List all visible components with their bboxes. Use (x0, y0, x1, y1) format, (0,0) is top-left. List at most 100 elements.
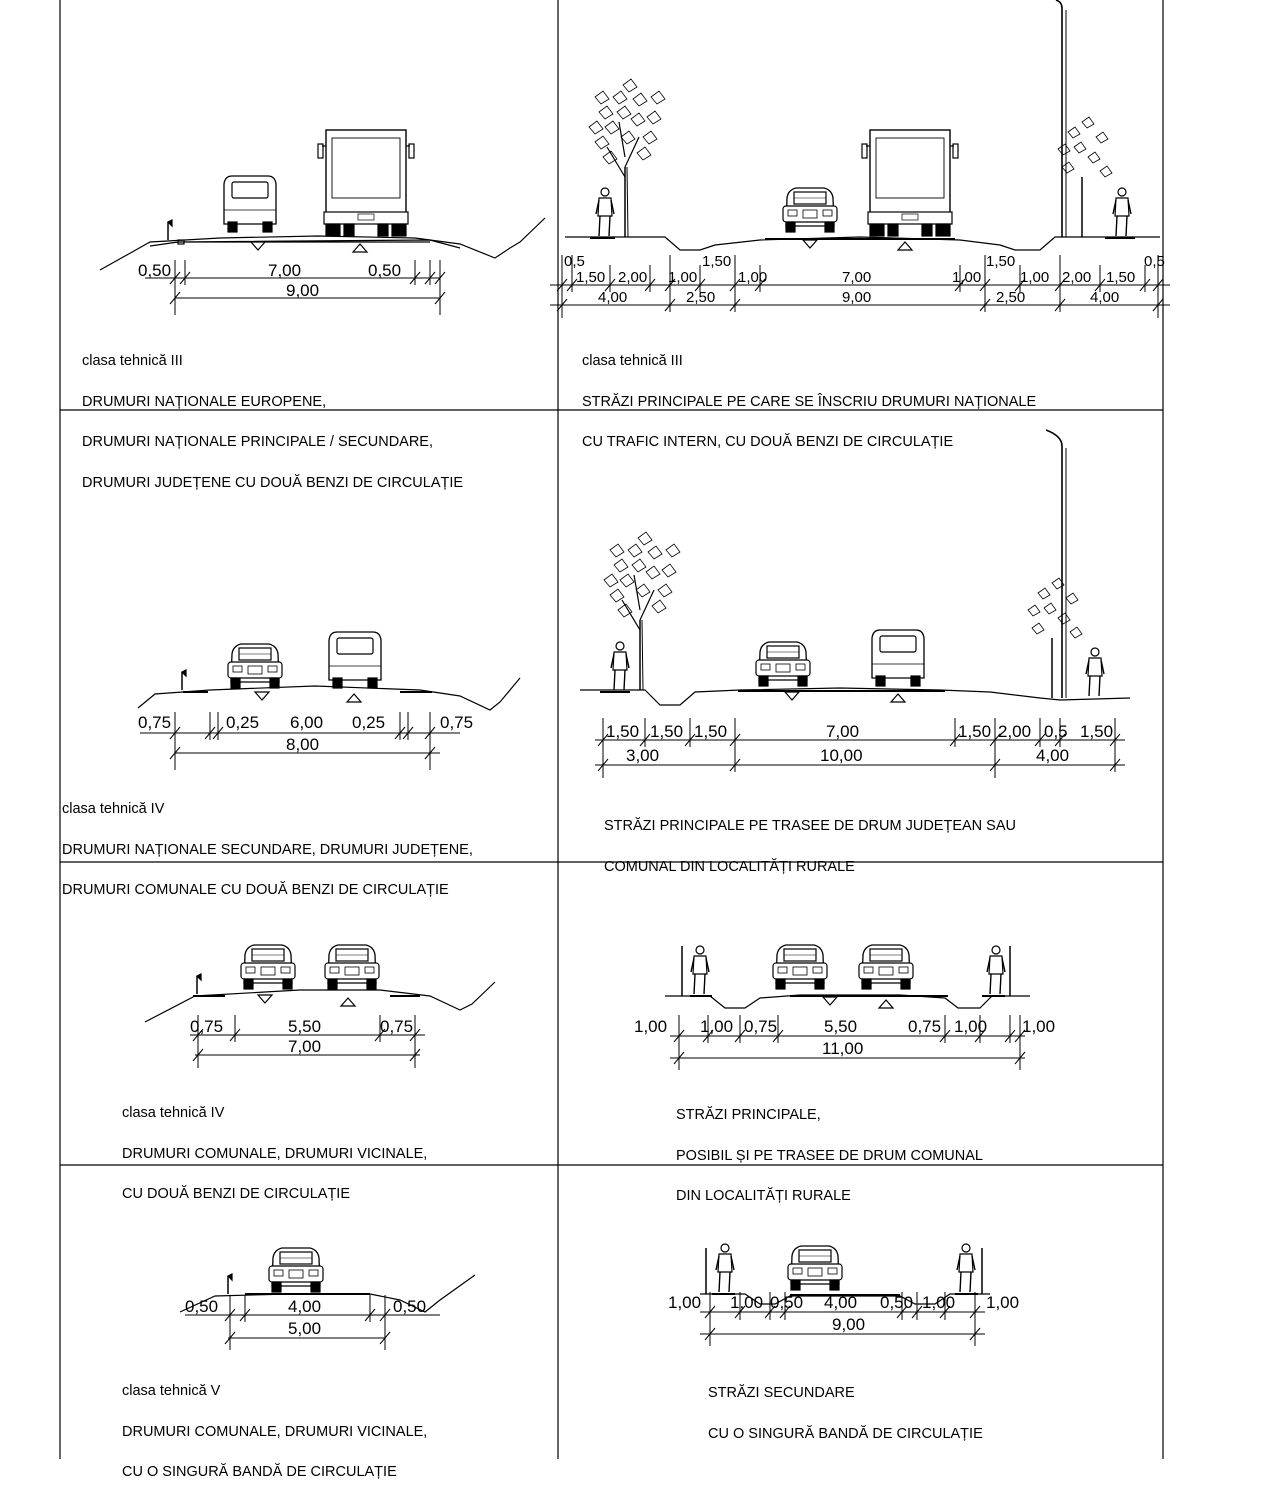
caption-line: CU O SINGURĂ BANDĂ DE CIRCULAȚIE (708, 1425, 983, 1442)
dim-label: 0,50 (185, 1297, 218, 1316)
dim-label: 9,00 (842, 289, 871, 306)
dim-label: 4,00 (1036, 746, 1069, 765)
panel-5-dimensions: 0,75 5,50 0,75 7,00 (190, 1017, 413, 1056)
panel-1-cross-section (99, 129, 546, 315)
panel-1-dimensions: 0,50 7,00 0,50 9,00 (138, 261, 401, 300)
dim-label: 4,00 (288, 1297, 321, 1316)
panel-3-caption: clasa tehnică IV DRUMURI NAȚIONALE SECUN… (62, 776, 473, 911)
caption-line: clasa tehnică V (122, 1383, 221, 1399)
dim-label: 1,00 (952, 269, 981, 286)
caption-line: STRĂZI PRINCIPALE PE CARE SE ÎNSCRIU DRU… (582, 393, 1037, 410)
caption-line: STRĂZI SECUNDARE (708, 1385, 855, 1401)
dim-label: 1,50 (958, 722, 991, 741)
dim-label: 9,00 (286, 281, 319, 300)
dim-label: 1,00 (954, 1017, 987, 1036)
dim-label: 1,50 (1080, 722, 1113, 741)
dim-label: 7,00 (288, 1037, 321, 1056)
dim-label: 5,00 (288, 1319, 321, 1338)
dim-label: 1,00 (730, 1293, 763, 1312)
caption-line: DRUMURI JUDEȚENE CU DOUĂ BENZI DE CIRCUL… (82, 474, 464, 491)
caption-line: DRUMURI NAȚIONALE EUROPENE, (82, 393, 327, 410)
dim-label: 11,00 (822, 1039, 863, 1058)
dim-label: 0,50 (770, 1293, 803, 1312)
dim-label: 2,00 (618, 269, 647, 286)
table-grid (59, 0, 1164, 1459)
dim-label: 7,00 (826, 722, 859, 741)
dim-label: 1,50 (1106, 269, 1135, 286)
dim-label: 0,75 (908, 1017, 941, 1036)
panel-7-dimensions: 0,50 4,00 0,50 5,00 (185, 1297, 426, 1338)
dim-label: 1,00 (738, 269, 767, 286)
caption-line: CU TRAFIC INTERN, CU DOUĂ BENZI DE CIRCU… (582, 434, 954, 450)
dim-label: 2,50 (686, 289, 715, 306)
dim-label: 0,75 (138, 713, 171, 732)
dim-label: 7,00 (842, 269, 871, 286)
dim-label: 0,50 (138, 261, 171, 280)
dim-label: 3,00 (626, 746, 659, 765)
panel-5-caption: clasa tehnică IV DRUMURI COMUNALE, DRUMU… (122, 1080, 427, 1215)
dim-label: 7,00 (268, 261, 301, 280)
caption-line: DRUMURI COMUNALE, DRUMURI VICINALE, (122, 1145, 428, 1162)
dim-label: 0,25 (226, 713, 259, 732)
dim-label: 0,50 (880, 1293, 913, 1312)
dim-label: 1,50 (694, 722, 727, 741)
dim-label: 1,50 (650, 722, 683, 741)
dim-label: 1,00 (986, 1293, 1019, 1312)
dim-label: 0,25 (352, 713, 385, 732)
dim-label: 0,75 (744, 1017, 777, 1036)
dim-label: 1,50 (702, 253, 731, 270)
dim-label: 0,75 (440, 713, 473, 732)
caption-line: DRUMURI NAȚIONALE SECUNDARE, DRUMURI JUD… (62, 841, 473, 858)
dim-label: 8,00 (286, 735, 319, 754)
dim-label: 0,50 (368, 261, 401, 280)
dim-label: 1,00 (1020, 269, 1049, 286)
dim-label: 0,50 (393, 1297, 426, 1316)
panel-4-dimensions: 1,50 1,50 1,50 7,00 1,50 2,00 0,5 1,50 3… (606, 722, 1113, 765)
caption-line: DRUMURI COMUNALE, DRUMURI VICINALE, (122, 1423, 428, 1440)
dim-label: 9,00 (832, 1315, 865, 1334)
dim-label: 1,00 (922, 1293, 955, 1312)
caption-line: POSIBIL ȘI PE TRASEE DE DRUM COMUNAL (676, 1147, 983, 1164)
panel-8-caption: STRĂZI SECUNDARE CU O SINGURĂ BANDĂ DE C… (708, 1360, 983, 1455)
caption-line: DIN LOCALITĂȚI RURALE (676, 1188, 851, 1204)
caption-line: DRUMURI NAȚIONALE PRINCIPALE / SECUNDARE… (82, 434, 434, 450)
caption-line: clasa tehnică IV (62, 801, 165, 817)
caption-line: clasa tehnică III (82, 353, 183, 369)
panel-1-caption: clasa tehnică III DRUMURI NAȚIONALE EURO… (82, 328, 463, 504)
caption-line: CU O SINGURĂ BANDĂ DE CIRCULAȚIE (122, 1464, 397, 1480)
panel-2-cross-section (550, 0, 1170, 318)
panel-6-cross-section (665, 944, 1030, 1070)
panel-7-cross-section (179, 1247, 476, 1350)
caption-line: clasa tehnică IV (122, 1105, 225, 1121)
dim-label: 5,50 (824, 1017, 857, 1036)
caption-line: CU DOUĂ BENZI DE CIRCULAȚIE (122, 1186, 350, 1202)
panel-2-dimensions: 0,5 1,50 2,00 1,00 1,50 1,00 7,00 1,00 1… (564, 253, 1165, 306)
dim-label: 10,00 (820, 746, 863, 765)
dim-label: 1,00 (634, 1017, 667, 1036)
panel-8-dimensions: 1,00 1,00 0,50 4,00 0,50 1,00 1,00 9,00 (668, 1293, 1019, 1334)
dim-label: 2,00 (998, 722, 1031, 741)
dim-label: 1,50 (986, 253, 1015, 270)
dim-label: 0,5 (1144, 253, 1165, 270)
panel-7-caption: clasa tehnică V DRUMURI COMUNALE, DRUMUR… (122, 1358, 427, 1493)
dim-label: 1,00 (700, 1017, 733, 1036)
caption-line: STRĂZI PRINCIPALE PE TRASEE DE DRUM JUDE… (604, 818, 1016, 834)
panel-4-caption: STRĂZI PRINCIPALE PE TRASEE DE DRUM JUDE… (604, 793, 1016, 888)
dim-label: 4,00 (598, 289, 627, 306)
panel-3-cross-section (137, 631, 521, 770)
panel-6-dimensions: 1,00 1,00 0,75 5,50 0,75 1,00 1,00 11,00 (634, 1017, 1055, 1058)
dim-label: 4,00 (824, 1293, 857, 1312)
dim-label: 6,00 (290, 713, 323, 732)
dim-label: 1,00 (1022, 1017, 1055, 1036)
dim-label: 1,50 (576, 269, 605, 286)
dim-label: 0,75 (380, 1017, 413, 1036)
dim-label: 2,00 (1062, 269, 1091, 286)
caption-line: STRĂZI PRINCIPALE, (676, 1107, 821, 1123)
dim-label: 0,5 (564, 253, 585, 270)
road-cross-sections-sheet: 0,50 7,00 0,50 9,00 0,5 1,50 2,00 1,00 1… (59, 0, 1170, 1459)
panel-5-cross-section (144, 944, 496, 1068)
panel-4-cross-section (580, 429, 1131, 778)
dim-label: 5,50 (288, 1017, 321, 1036)
caption-line: DRUMURI COMUNALE CU DOUĂ BENZI DE CIRCUL… (62, 882, 449, 898)
caption-line: clasa tehnică III (582, 353, 683, 369)
